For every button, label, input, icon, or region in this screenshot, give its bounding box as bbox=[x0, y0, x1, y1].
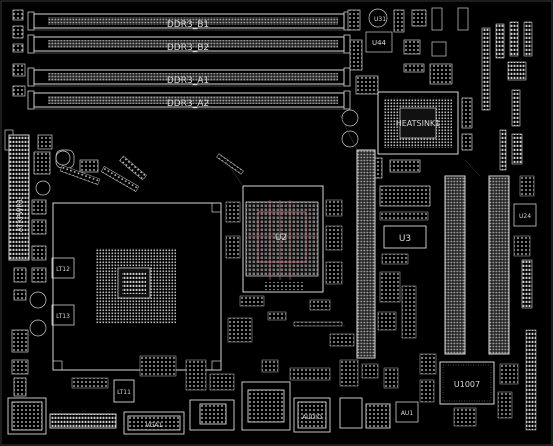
u1007-side-parts bbox=[419, 329, 537, 431]
chip-u3: U3 bbox=[383, 225, 427, 249]
u24-label: U24 bbox=[519, 213, 531, 220]
u3-surrounding bbox=[377, 211, 429, 339]
bottom-middle-parts bbox=[71, 333, 399, 391]
heatsink-side-parts bbox=[341, 97, 473, 207]
atx-power-label: ATXPWR1 bbox=[16, 198, 24, 232]
heatsink-label: HEATSINK1 bbox=[396, 119, 441, 128]
chipset-region bbox=[52, 202, 222, 371]
board-traces bbox=[224, 114, 481, 327]
left-component-cluster bbox=[11, 134, 99, 397]
chip-u24: U24 bbox=[513, 175, 537, 309]
au1-label: AU1 bbox=[401, 410, 413, 417]
u31-label: U31 bbox=[374, 16, 386, 23]
pcie-slot-3 bbox=[488, 175, 510, 355]
top-left-connectors bbox=[4, 9, 26, 151]
pcie-slot-2 bbox=[444, 175, 466, 355]
atx-power-connector: ATXPWR1 bbox=[8, 134, 30, 261]
cpu-label: U2 bbox=[275, 233, 287, 243]
chip-u1007: U1007 bbox=[439, 361, 495, 405]
u1007-label: U1007 bbox=[454, 380, 480, 389]
vrm-diagonal-parts bbox=[59, 153, 244, 192]
socket-surrounding-parts bbox=[225, 199, 343, 343]
inductor-lt13: LT13 bbox=[51, 304, 75, 326]
lt11-label: LT11 bbox=[117, 389, 131, 396]
lt13-label: LT13 bbox=[56, 313, 70, 320]
dimm-label-a1: DDR3_A1 bbox=[167, 76, 209, 86]
pcie-slot-1 bbox=[356, 149, 376, 359]
dimm-label-b2: DDR3_B2 bbox=[167, 43, 209, 53]
lt12-label: LT12 bbox=[56, 266, 70, 273]
rear-io-connectors bbox=[7, 379, 391, 435]
heatsink: HEATSINK1 bbox=[377, 91, 459, 155]
u3-label: U3 bbox=[399, 234, 411, 244]
dimm-label-a2: DDR3_A2 bbox=[167, 99, 209, 109]
vga-label: VGA1 bbox=[146, 422, 163, 429]
right-edge-headers bbox=[481, 21, 533, 171]
right-top-components bbox=[347, 7, 469, 95]
chip-au1: AU1 bbox=[395, 401, 419, 423]
u44-label: U44 bbox=[372, 39, 387, 47]
cpu-socket: U2 bbox=[242, 185, 324, 293]
dimm-label-b1: DDR3_B1 bbox=[167, 20, 209, 30]
inductor-lt12: LT12 bbox=[51, 257, 75, 279]
audio-label: AUDIO bbox=[302, 414, 322, 421]
